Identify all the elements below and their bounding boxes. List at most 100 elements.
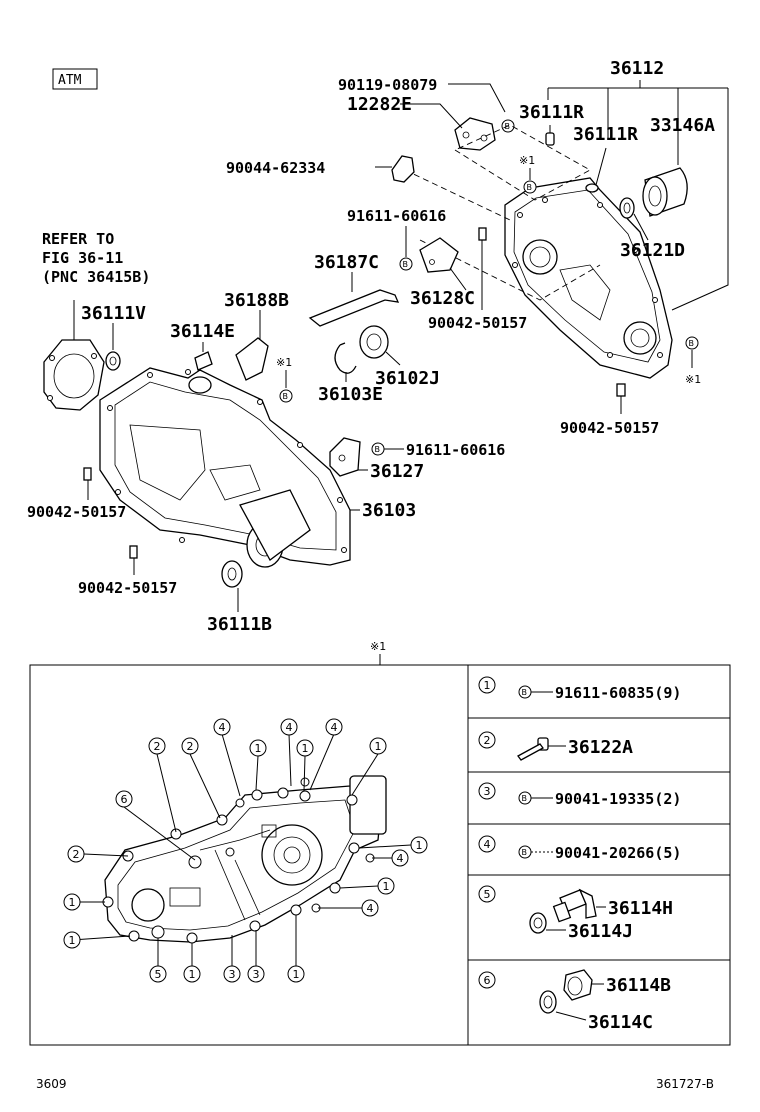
label-90119-08079: 90119-08079 <box>338 76 437 94</box>
svg-text:4: 4 <box>331 721 338 734</box>
label-90042-50157-c: 90042-50157 <box>27 503 126 521</box>
svg-text:1: 1 <box>302 742 309 755</box>
footer-left: 3609 <box>36 1077 67 1091</box>
legend-num-6: 6 <box>484 974 491 987</box>
footer-right: 361727-B <box>656 1077 714 1091</box>
ring-36103e <box>334 342 357 374</box>
cover-36111v <box>43 339 105 411</box>
legend-num-4-circle <box>478 835 496 853</box>
label-90042-50157-d: 90042-50157 <box>78 579 177 597</box>
label-36111r-a: 36111R <box>519 102 584 123</box>
svg-text:B: B <box>403 260 409 269</box>
svg-text:2: 2 <box>73 848 80 861</box>
front-case-36103 <box>99 367 351 568</box>
legend-num-3: 3 <box>484 785 491 798</box>
legend-text-3: 90041-19335(2) <box>555 790 681 808</box>
b-marker-2 <box>523 180 537 194</box>
legend-num-4: 4 <box>484 838 491 851</box>
svg-text:B: B <box>522 794 528 803</box>
b-marker-5 <box>279 389 293 403</box>
legend-text-1: 91611-60835(9) <box>555 684 681 702</box>
seal-36121d <box>619 197 635 219</box>
gasket-36114c <box>539 990 557 1014</box>
label-36102j: 36102J <box>375 368 440 389</box>
legend-text-5a: 36114H <box>608 898 673 919</box>
legend-num-2-circle <box>478 731 496 749</box>
legend-text-5b: 36114J <box>568 921 633 942</box>
label-36121d: 36121D <box>620 240 685 261</box>
label-91611-60616-b: 91611-60616 <box>406 441 505 459</box>
legend-text-6a: 36114B <box>606 975 671 996</box>
label-36127: 36127 <box>370 461 424 482</box>
svg-text:1: 1 <box>383 880 390 893</box>
svg-text:B: B <box>522 688 528 697</box>
refer-line-2: FIG 36-11 <box>42 249 123 267</box>
label-91611-60616-a: 91611-60616 <box>347 207 446 225</box>
svg-text:B: B <box>522 848 528 857</box>
legend-text-2: 36122A <box>568 737 633 758</box>
plug-36114b <box>563 969 593 1001</box>
bearing-36102j <box>359 325 389 359</box>
label-36187c: 36187C <box>314 252 379 273</box>
b-marker-3 <box>399 257 413 271</box>
svg-text:B: B <box>283 392 289 401</box>
pin-36111r-a <box>545 132 555 146</box>
plate-36128c <box>419 237 459 273</box>
label-36111r-b: 36111R <box>573 124 638 145</box>
legend-num-5-circle <box>478 885 496 903</box>
svg-text:1: 1 <box>375 740 382 753</box>
bracket-90044 <box>391 155 415 183</box>
svg-text:1: 1 <box>255 742 262 755</box>
plug-36114e <box>194 351 213 371</box>
label-36114e: 36114E <box>170 321 235 342</box>
label-36111b: 36111B <box>207 614 272 635</box>
label-90042-50157-b: 90042-50157 <box>560 419 659 437</box>
svg-text:4: 4 <box>367 902 374 915</box>
bracket-36188b <box>235 337 269 381</box>
label-36103: 36103 <box>362 500 416 521</box>
atm-tag: ATM <box>58 73 82 88</box>
label-36112: 36112 <box>610 58 664 79</box>
svg-text:2: 2 <box>187 740 194 753</box>
svg-text:2: 2 <box>154 740 161 753</box>
legend-num-5: 5 <box>484 888 491 901</box>
label-90042-50157-a: 90042-50157 <box>428 314 527 332</box>
refer-line-3: (PNC 36415B) <box>42 268 150 286</box>
pin-90042-b <box>616 383 626 397</box>
refer-line-1: REFER TO <box>42 230 114 248</box>
label-36128c: 36128C <box>410 288 475 309</box>
rod-36187c <box>308 289 400 327</box>
legend-num-6-circle <box>478 971 496 989</box>
legend-num-2: 2 <box>484 734 491 747</box>
label-36111v: 36111V <box>81 303 146 324</box>
label-36188b: 36188B <box>224 290 289 311</box>
note-asterisk-1-top: ※1 <box>519 154 535 167</box>
detail-box <box>29 664 731 1046</box>
svg-text:1: 1 <box>69 934 76 947</box>
svg-text:1: 1 <box>69 896 76 909</box>
legend-text-4: 90041-20266(5) <box>555 844 681 862</box>
pin-90042-a <box>478 227 487 241</box>
svg-text:1: 1 <box>293 968 300 981</box>
svg-text:4: 4 <box>286 721 293 734</box>
pin-90042-d <box>129 545 138 559</box>
svg-text:1: 1 <box>416 839 423 852</box>
bolt-36122a <box>517 737 549 761</box>
b-marker-4 <box>685 336 699 350</box>
svg-text:4: 4 <box>219 721 226 734</box>
detail-case <box>104 775 387 943</box>
label-36103e: 36103E <box>318 384 383 405</box>
seal-36111b <box>221 560 243 588</box>
svg-text:B: B <box>689 339 695 348</box>
legend-num-3-circle <box>478 782 496 800</box>
bearing-33146a <box>642 167 688 217</box>
legend-num-1-circle <box>478 676 496 694</box>
note-asterisk-1-mid: ※1 <box>276 356 292 369</box>
svg-text:3: 3 <box>253 968 260 981</box>
plug-36114h <box>552 888 597 923</box>
svg-text:B: B <box>527 183 533 192</box>
detail-bolts <box>102 777 375 944</box>
seal-36111v <box>105 351 121 371</box>
label-12282e: 12282E <box>347 94 412 115</box>
